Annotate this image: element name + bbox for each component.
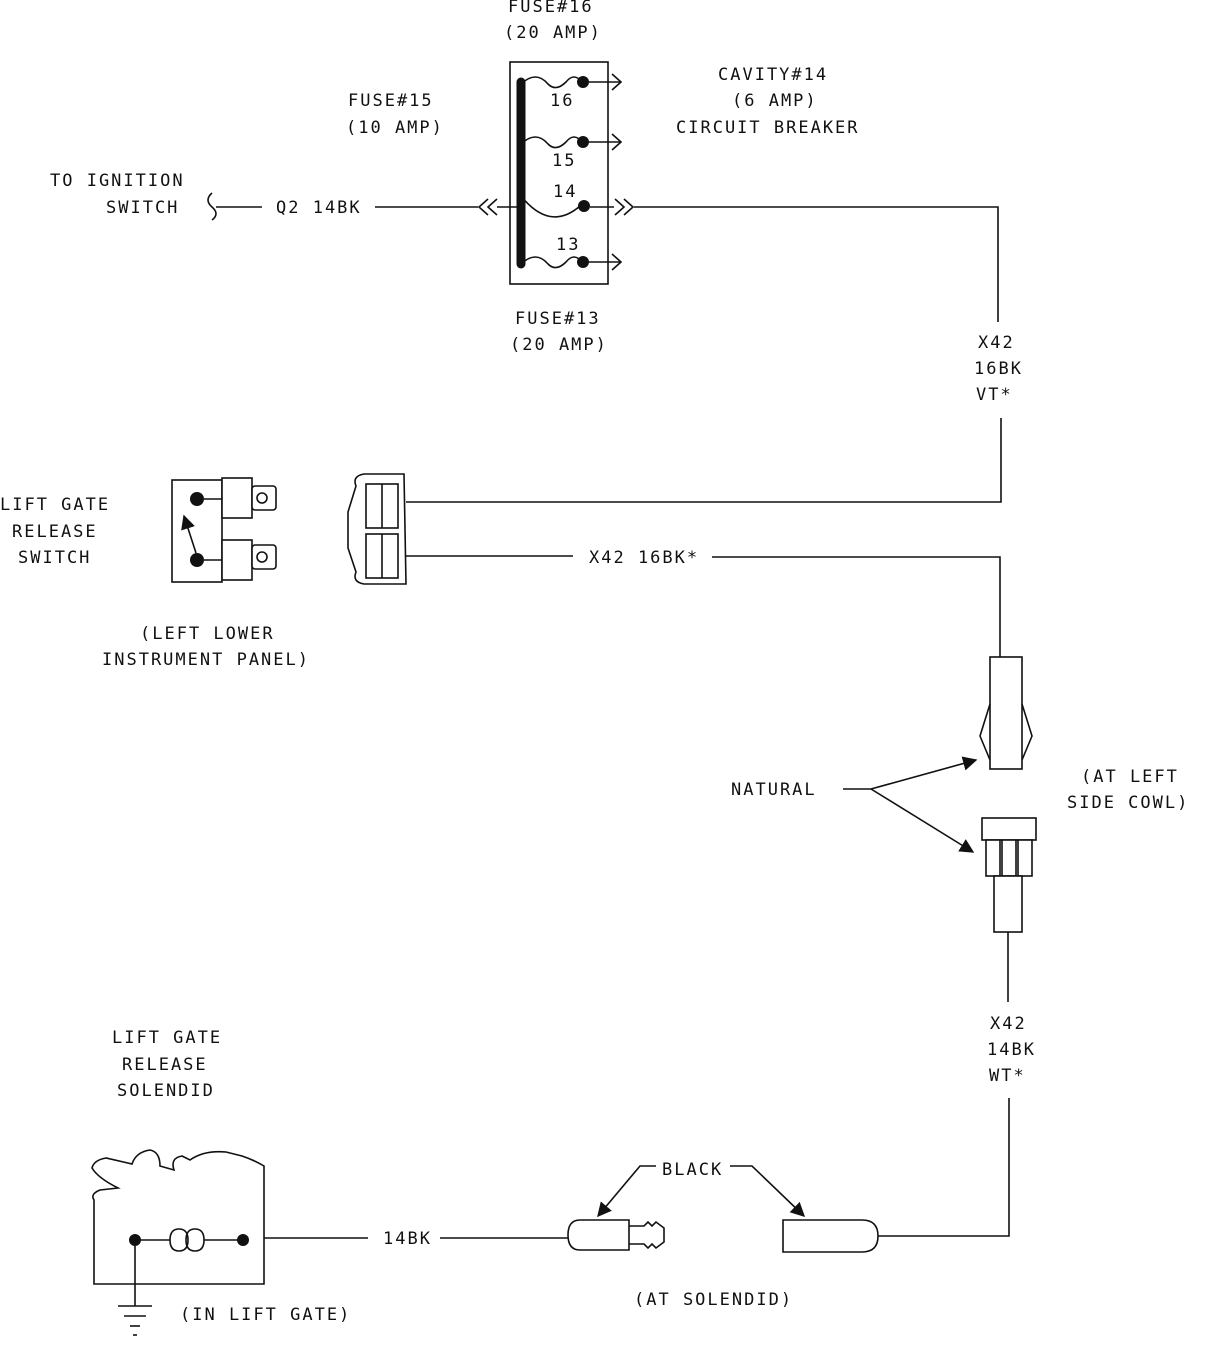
solenoid-terminal-right	[237, 1234, 249, 1246]
solenoid-name-line2: RELEASE	[122, 1055, 208, 1075]
wire-break-icon	[207, 192, 217, 221]
fuse-block-outline	[509, 61, 609, 285]
cowl-location-line2: SIDE COWL)	[1067, 793, 1189, 813]
solenoid-name-line1: LIFT GATE	[112, 1028, 222, 1048]
solenoid-terminal-left	[129, 1234, 141, 1246]
cowl-location-line1: (AT LEFT	[1081, 767, 1179, 787]
switch-location-line2: INSTRUMENT PANEL)	[102, 650, 310, 670]
switch-contact-upper	[190, 492, 204, 506]
connector-chevron-in-icon	[477, 198, 498, 216]
natural-label: NATURAL	[731, 780, 817, 800]
ignition-label-line2: SWITCH	[106, 198, 179, 218]
wire-x42-vt-lower	[406, 418, 1002, 503]
cowl-connector-female	[979, 656, 1033, 770]
fuse-15-slot-label: 15	[552, 151, 576, 171]
solenoid-connector-female-body	[782, 1219, 879, 1253]
solenoid-connector-male-body	[567, 1219, 630, 1251]
connector-chevron-out-icon	[614, 198, 635, 216]
black-arrow-male	[597, 1165, 656, 1218]
cowl-connector-male	[981, 817, 1037, 933]
cavity-14-slot-label: 14	[553, 182, 577, 202]
cowl-connector-female-body	[989, 656, 1023, 770]
fuse-13-terminal	[577, 256, 589, 268]
fuse-13-output-arrow	[611, 253, 623, 271]
breaker-14-terminal	[578, 200, 590, 212]
wire-x42-wt-line3: WT*	[989, 1066, 1026, 1086]
solenoid-location: (IN LIFT GATE)	[180, 1305, 351, 1325]
switch-terminal-upper	[221, 477, 253, 519]
fuse-16-slot-label: 16	[550, 91, 574, 111]
fuse-13-element	[520, 256, 583, 269]
wire-x42-wt-line2: 14BK	[987, 1040, 1036, 1060]
fuse13-rating: (20 AMP)	[510, 335, 608, 355]
wire-x42-wt-lower	[878, 1098, 1010, 1237]
wire-x42-vt-line1: X42	[978, 333, 1015, 353]
ground-icon	[118, 1305, 152, 1336]
cavity14-rating: (6 AMP)	[732, 91, 818, 111]
ignition-label-line1: TO IGNITION	[50, 171, 185, 191]
wire-x42-16bk-right	[712, 556, 1001, 657]
solenoid-connector-male	[567, 1219, 665, 1251]
fuse-16-terminal	[577, 76, 589, 88]
fuse-13-slot-label: 13	[556, 235, 580, 255]
black-arrow-female	[730, 1165, 806, 1217]
fuse13-title: FUSE#13	[515, 309, 601, 329]
fuse-15-output-arrow	[611, 133, 623, 151]
switch-name-line3: SWITCH	[18, 548, 91, 568]
fuse15-rating: (10 AMP)	[346, 118, 444, 138]
natural-arrow-male	[870, 788, 975, 853]
fuse-16-element	[520, 76, 583, 89]
lift-gate-release-solenoid	[91, 1149, 265, 1336]
wire-x42-vt-line3: VT*	[976, 385, 1013, 405]
fuse-15-terminal	[577, 136, 589, 148]
cowl-connector-male-cap	[981, 817, 1037, 841]
cavity14-title: CAVITY#14	[718, 65, 828, 85]
fuse-16-output-arrow	[611, 73, 623, 91]
cavity14-type: CIRCUIT BREAKER	[676, 118, 860, 138]
solenoid-name-line3: SOLENDID	[117, 1081, 215, 1101]
switch-blade-arrow	[181, 514, 197, 554]
fuse16-title: FUSE#16	[508, 0, 594, 17]
wire-x42-vt-line2: 16BK	[974, 359, 1023, 379]
wire-q2-label: Q2 14BK	[276, 198, 362, 218]
switch-connector-body	[347, 473, 407, 585]
lift-gate-release-switch	[171, 477, 277, 583]
switch-terminal-lower	[221, 539, 253, 581]
fuse15-title: FUSE#15	[348, 91, 434, 111]
natural-arrow-female	[870, 756, 978, 790]
wire-x42-vt-upper	[634, 206, 999, 322]
switch-location-line1: (LEFT LOWER	[140, 624, 275, 644]
solenoid-connector-female	[782, 1219, 879, 1253]
solenoid-housing	[91, 1149, 265, 1285]
fuse-block: 16 15 14 13	[509, 61, 623, 285]
breaker-14-element	[520, 195, 581, 218]
fuse16-rating: (20 AMP)	[504, 23, 602, 43]
wire-x42-wt-line1: X42	[990, 1014, 1027, 1034]
switch-connector	[347, 473, 407, 585]
solenoid-connector-location: (AT SOLENDID)	[634, 1290, 793, 1310]
fuse-15-element	[520, 136, 583, 149]
black-label: BLACK	[662, 1160, 723, 1180]
wire-x42-16bk-label: X42 16BK*	[589, 548, 699, 568]
switch-name-line2: RELEASE	[12, 522, 98, 542]
switch-name-line1: LIFT GATE	[0, 495, 110, 515]
cowl-connector-male-body	[993, 875, 1023, 933]
wire-14bk-label: 14BK	[383, 1229, 432, 1249]
switch-contact-lower	[190, 553, 204, 567]
